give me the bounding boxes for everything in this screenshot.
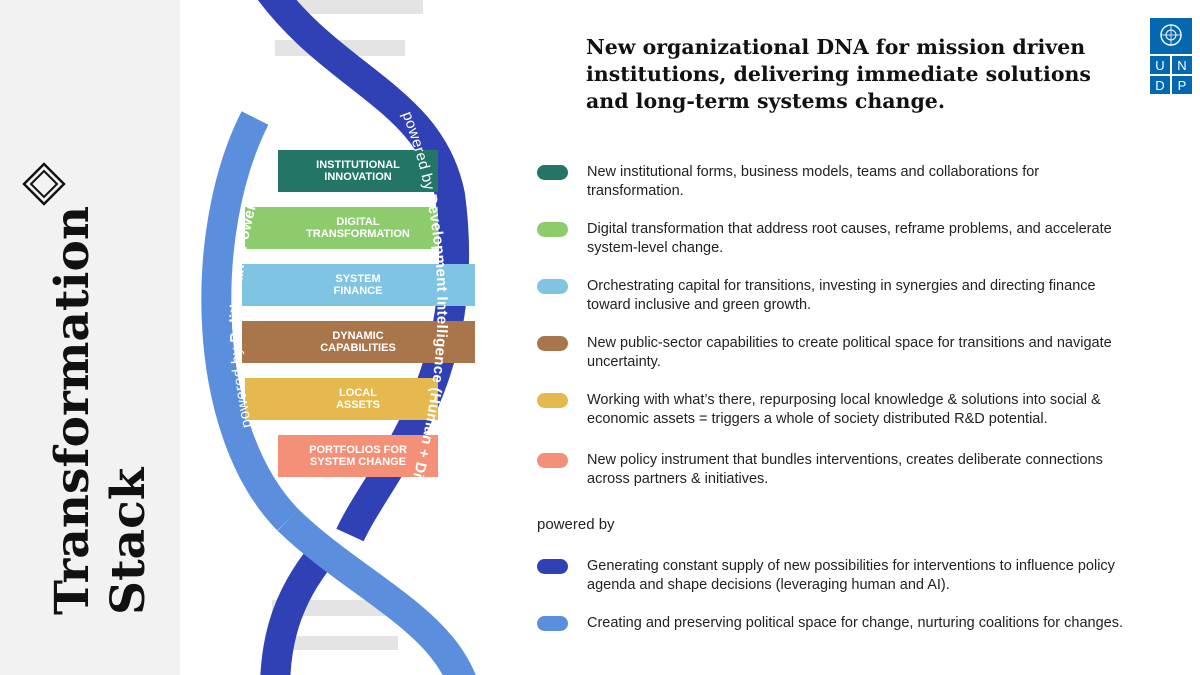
- legend-text: Orchestrating capital for transitions, i…: [587, 278, 1096, 313]
- left-panel: [0, 0, 180, 675]
- helix-rung: [268, 0, 423, 14]
- legend-swatch: [537, 616, 568, 631]
- light-strand-top: [201, 111, 299, 531]
- stack-bar-fill: [278, 435, 438, 477]
- stack-bar-label: INNOVATION: [324, 171, 391, 183]
- logo-letter: U: [1155, 58, 1164, 73]
- undp-logo: U N D P: [1150, 18, 1192, 94]
- legend-swatch: [537, 559, 568, 574]
- logo-letter: P: [1178, 78, 1187, 93]
- legend-text: New public-sector capabilities to create…: [587, 335, 1112, 370]
- legend-item: New institutional forms, business models…: [537, 164, 1137, 204]
- stack-bar-label: DYNAMIC: [332, 330, 383, 342]
- helix-rung: [288, 636, 398, 650]
- legend-item: New public-sector capabilities to create…: [537, 335, 1137, 375]
- legend-text: Generating constant supply of new possib…: [587, 558, 1115, 593]
- legend-swatch: [537, 165, 568, 180]
- legend-swatch: [537, 279, 568, 294]
- legend-text: Digital transformation that address root…: [587, 221, 1112, 256]
- legend-text: New policy instrument that bundles inter…: [587, 452, 1103, 487]
- legend-text: Creating and preserving political space …: [587, 615, 1124, 631]
- legend-item: Orchestrating capital for transitions, i…: [537, 278, 1137, 318]
- legend-item: Working with what’s there, repurposing l…: [537, 392, 1137, 432]
- legend-item: Creating and preserving political space …: [537, 615, 1137, 655]
- legend-text: Working with what’s there, repurposing l…: [587, 392, 1101, 427]
- stack-bar-label: FINANCE: [334, 285, 383, 297]
- side-title-line1: Transformation: [45, 205, 100, 615]
- side-title: Transformation Stack: [45, 195, 157, 615]
- legend-swatch: [537, 393, 568, 408]
- stack-bar-label: CAPABILITIES: [320, 342, 396, 354]
- stack-bar-fill: [242, 264, 475, 306]
- powered-by-label: powered by: [537, 516, 615, 533]
- stack-bar-fill: [245, 207, 438, 249]
- stack-bar-label: TRANSFORMATION: [306, 228, 410, 240]
- legend-item: New policy instrument that bundles inter…: [537, 452, 1137, 492]
- legend-swatch: [537, 453, 568, 468]
- legend-item: Generating constant supply of new possib…: [537, 558, 1137, 598]
- legend-text: New institutional forms, business models…: [587, 164, 1040, 199]
- stack-bar-label: LOCAL: [339, 387, 377, 399]
- light-strand-bottom: [277, 509, 476, 675]
- stack-bar-fill: [242, 321, 475, 363]
- stack-bar-label: SYSTEM CHANGE: [310, 456, 406, 468]
- legend-swatch: [537, 222, 568, 237]
- stack-bar-fill: [278, 150, 438, 192]
- stack-logo-icon: [22, 162, 66, 206]
- logo-letter: N: [1177, 58, 1186, 73]
- stack-bar-label: INSTITUTIONAL: [316, 159, 400, 171]
- legend-swatch: [537, 336, 568, 351]
- side-title-line2: Stack: [101, 467, 156, 615]
- logo-letter: D: [1155, 78, 1164, 93]
- stack-bar-label: ASSETS: [336, 399, 380, 411]
- headline: New organizational DNA for mission drive…: [586, 35, 1091, 113]
- stack-bar-label: DIGITAL: [336, 216, 379, 228]
- stack-bar-label: PORTFOLIOS FOR: [309, 444, 407, 456]
- stack-bar-label: SYSTEM: [335, 273, 380, 285]
- legend-item: Digital transformation that address root…: [537, 221, 1137, 261]
- stack-bar-fill: [245, 378, 438, 420]
